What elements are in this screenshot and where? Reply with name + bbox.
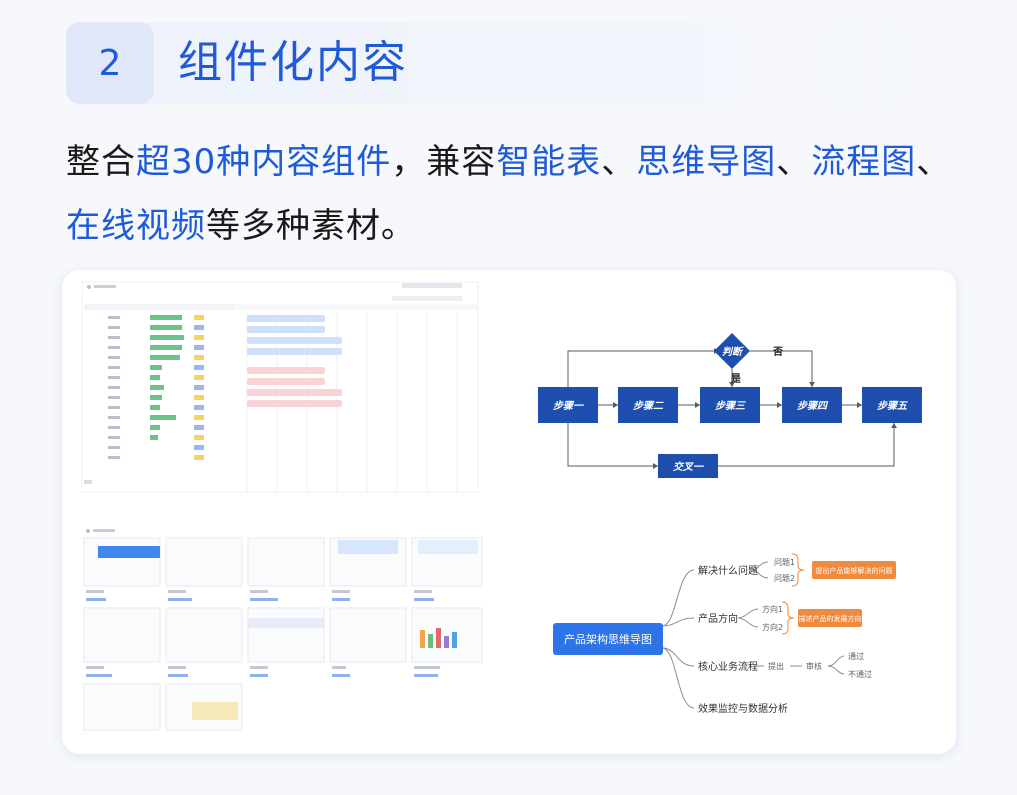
flow-step-box: [538, 387, 598, 423]
desc-highlight: 流程图: [811, 142, 917, 182]
flow-step-box: [862, 387, 922, 423]
section-title: 组件化内容: [178, 37, 408, 88]
desc-text: 、: [601, 142, 637, 182]
flowchart: 步骤一 步骤二 步骤三 步骤四 步骤五 判断 否 是 交叉一: [538, 333, 922, 478]
mind-sub-label: 问题1: [774, 558, 795, 567]
flow-no-label: 否: [772, 346, 783, 358]
section-number: 2: [66, 22, 154, 104]
mind-branch-label: 效果监控与数据分析: [698, 702, 788, 715]
section-header: [66, 22, 956, 104]
flow-step-label: 步骤四: [797, 400, 829, 412]
mind-flow-label: 提出: [768, 661, 784, 671]
flow-cross-box: [658, 454, 718, 478]
flow-step-box: [782, 387, 842, 423]
smart-table-thumbnail: [81, 281, 479, 493]
mind-root-node: [553, 623, 663, 655]
mind-outcome-label: 通过: [848, 651, 864, 661]
gantt-bars: [247, 315, 342, 407]
mind-root-label: 产品架构思维导图: [564, 632, 652, 646]
mind-note-label: 描述产品的发展方向: [799, 614, 862, 623]
flow-steps: 步骤一 步骤二 步骤三 步骤四 步骤五: [538, 387, 922, 423]
desc-highlight: 超30种内容组件: [136, 142, 392, 182]
flow-decision: 判断: [714, 333, 750, 369]
decision-diamond: [714, 333, 750, 369]
chart-image: [420, 628, 457, 648]
showcase-canvas: 步骤一 步骤二 步骤三 步骤四 步骤五 判断 否 是 交叉一: [81, 281, 922, 736]
desc-highlight: 在线视频: [66, 206, 206, 246]
mind-outcome-label: 不通过: [848, 669, 872, 679]
flow-step-box: [618, 387, 678, 423]
desc-text: 、: [776, 142, 812, 182]
template-gallery-thumbnail: [82, 526, 483, 736]
mindmap: 产品架构思维导图 解决什么问题 产品方向 核心业务流程 效果监控与数据分析 问题…: [553, 553, 896, 715]
flow-step-label: 步骤一: [553, 400, 584, 412]
desc-text: ，兼容: [391, 142, 497, 182]
desc-text: 、: [916, 142, 952, 182]
flow-step-label: 步骤五: [877, 400, 908, 412]
mind-note-label: 提出产品能够解决的问题: [816, 566, 893, 575]
flow-step-label: 步骤三: [715, 400, 746, 412]
desc-text: 整合: [66, 142, 136, 182]
desc-highlight: 智能表: [496, 142, 602, 182]
mind-sub-label: 问题2: [774, 574, 795, 583]
flow-step-box: [700, 387, 760, 423]
desc-highlight: 思维导图: [636, 142, 777, 182]
flow-step-label: 步骤二: [633, 400, 664, 412]
mind-note-box: [798, 609, 862, 627]
mind-branch-label: 产品方向: [698, 612, 738, 625]
showcase-card: 步骤一 步骤二 步骤三 步骤四 步骤五 判断 否 是 交叉一: [62, 270, 956, 754]
flow-yes-label: 是: [730, 373, 741, 385]
mind-branch-label: 核心业务流程: [698, 660, 758, 673]
desc-text: 等多种素材。: [206, 206, 416, 246]
flow-cross-label: 交叉一: [673, 461, 704, 473]
mind-sub-label: 方向2: [762, 622, 783, 632]
table-rows: [108, 315, 204, 460]
mind-flow-label: 审核: [806, 661, 822, 671]
section-description: 整合超30种内容组件，兼容智能表、思维导图、流程图、在线视频等多种素材。: [66, 130, 966, 258]
mind-sub-label: 方向1: [762, 604, 783, 614]
mind-branch-label: 解决什么问题: [698, 564, 758, 577]
mind-note-box: [812, 561, 896, 579]
decision-label: 判断: [722, 346, 744, 358]
